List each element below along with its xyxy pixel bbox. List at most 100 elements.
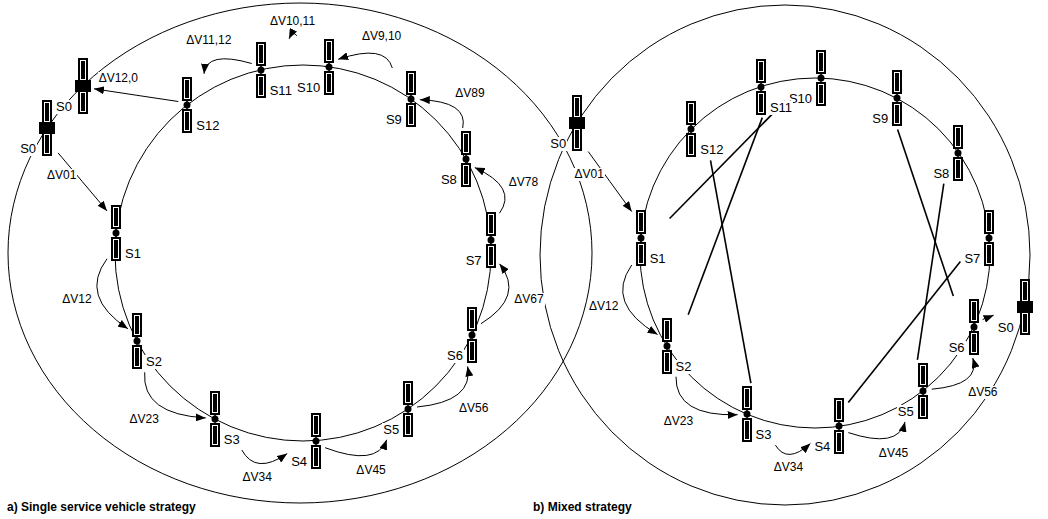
transfer-arrow bbox=[420, 100, 464, 128]
satellite-icon bbox=[110, 205, 122, 261]
delta-v-label: ΔV23 bbox=[129, 413, 160, 426]
satellite-icon bbox=[485, 212, 497, 268]
satellite: S1 bbox=[635, 210, 667, 266]
transfer-arrow bbox=[775, 444, 810, 455]
transfer-arrow bbox=[145, 372, 206, 418]
satellite: S1 bbox=[110, 205, 142, 261]
transfer-arrow bbox=[623, 265, 658, 335]
satellite: S8 bbox=[440, 131, 472, 187]
satellite-icon bbox=[952, 125, 964, 181]
satellite: S4 bbox=[813, 398, 845, 454]
satellite: S8 bbox=[932, 125, 964, 181]
satellite: S2 bbox=[661, 318, 693, 374]
transfer-arrow bbox=[588, 152, 632, 212]
transfer-arrow bbox=[97, 259, 128, 329]
satellite-label: S9 bbox=[385, 113, 403, 127]
exchange-line bbox=[688, 118, 762, 315]
service-vehicle: S0 bbox=[997, 279, 1033, 335]
panel-caption: a) Single service vehicle strategy bbox=[6, 500, 197, 514]
satellite-icon bbox=[741, 386, 753, 442]
delta-v-label: ΔV67 bbox=[513, 293, 544, 306]
delta-v-label: ΔV56 bbox=[458, 402, 489, 415]
satellite-label: S1 bbox=[649, 252, 667, 266]
satellite: S2 bbox=[131, 313, 163, 369]
service-vehicle-icon bbox=[569, 95, 585, 151]
satellite-icon bbox=[255, 42, 267, 98]
delta-v-label: ΔV23 bbox=[663, 415, 694, 428]
satellite-icon bbox=[402, 381, 414, 437]
satellite-label: S12 bbox=[699, 143, 724, 157]
satellite-icon bbox=[891, 70, 903, 126]
satellite-icon bbox=[755, 59, 767, 115]
satellite-label: S11 bbox=[269, 84, 293, 98]
satellite-label: S2 bbox=[675, 360, 693, 374]
transfer-arrow bbox=[58, 153, 107, 211]
satellite-label: S5 bbox=[897, 405, 915, 419]
satellite-icon bbox=[815, 50, 827, 106]
satellite-icon bbox=[181, 77, 193, 133]
satellite-icon bbox=[983, 210, 995, 266]
inner-orbit bbox=[640, 78, 990, 428]
satellite: S11 bbox=[755, 59, 793, 115]
satellite-label: S10 bbox=[296, 81, 321, 95]
delta-v-label: ΔV12 bbox=[61, 293, 92, 306]
delta-v-label: ΔV10,11 bbox=[269, 15, 316, 28]
satellite-label: S1 bbox=[124, 247, 142, 261]
service-vehicle: S0 bbox=[19, 100, 55, 156]
service-vehicle: S0 bbox=[549, 95, 585, 151]
satellite-icon bbox=[405, 71, 417, 127]
transfer-arrow bbox=[325, 440, 387, 456]
satellite-icon bbox=[917, 363, 929, 419]
satellite-label: S7 bbox=[963, 252, 981, 266]
satellite-label: S9 bbox=[871, 112, 889, 126]
transfer-arrow bbox=[475, 168, 505, 214]
satellite-label: S6 bbox=[948, 341, 966, 355]
satellite: S12 bbox=[685, 101, 724, 157]
satellite-icon bbox=[209, 391, 221, 447]
satellite-label: S0 bbox=[997, 321, 1015, 335]
exchange-line bbox=[711, 160, 751, 383]
delta-v-label: ΔV9,10 bbox=[361, 30, 402, 43]
delta-v-label: ΔV89 bbox=[454, 87, 485, 100]
satellite: S9 bbox=[385, 71, 417, 127]
exchange-line bbox=[848, 262, 960, 403]
satellite-icon bbox=[635, 210, 647, 266]
delta-v-label: ΔV11,12 bbox=[185, 34, 232, 47]
satellite-icon bbox=[466, 307, 478, 363]
outer-orbit bbox=[8, 3, 592, 503]
satellite: S12 bbox=[181, 77, 220, 133]
transfer-arrow bbox=[242, 450, 287, 464]
delta-v-label: ΔV01 bbox=[574, 168, 605, 181]
satellite-label: S0 bbox=[19, 142, 37, 156]
transfer-arrow bbox=[676, 377, 738, 415]
satellite-icon bbox=[685, 101, 697, 157]
satellite: S6 bbox=[446, 307, 478, 363]
satellite: S5 bbox=[382, 381, 414, 437]
transfer-arrow bbox=[848, 422, 905, 439]
delta-v-label: ΔV45 bbox=[878, 447, 909, 460]
delta-v-label: ΔV12,0 bbox=[98, 72, 139, 85]
delta-v-label: ΔV34 bbox=[242, 471, 273, 484]
satellite-label: S5 bbox=[382, 423, 400, 437]
transfer-arrow bbox=[932, 358, 974, 389]
satellite: S7 bbox=[963, 210, 995, 266]
satellite-label: S3 bbox=[755, 428, 773, 442]
transfer-arrow bbox=[983, 315, 994, 319]
satellite: S10 bbox=[296, 39, 335, 95]
satellite-icon bbox=[833, 398, 845, 454]
satellite-label: S4 bbox=[290, 455, 308, 469]
service-vehicle: S0 bbox=[55, 58, 91, 114]
satellite: S3 bbox=[741, 386, 773, 442]
satellite-label: S0 bbox=[549, 137, 567, 151]
exchange-line bbox=[670, 101, 785, 218]
satellite-icon bbox=[310, 413, 322, 469]
satellite: S11 bbox=[255, 42, 293, 98]
delta-v-label: ΔV45 bbox=[355, 464, 386, 477]
transfer-arrow bbox=[94, 89, 178, 102]
satellite-icon bbox=[661, 318, 673, 374]
inner-orbit bbox=[115, 65, 491, 441]
delta-v-label: ΔV56 bbox=[967, 386, 998, 399]
exchange-line bbox=[917, 184, 943, 360]
